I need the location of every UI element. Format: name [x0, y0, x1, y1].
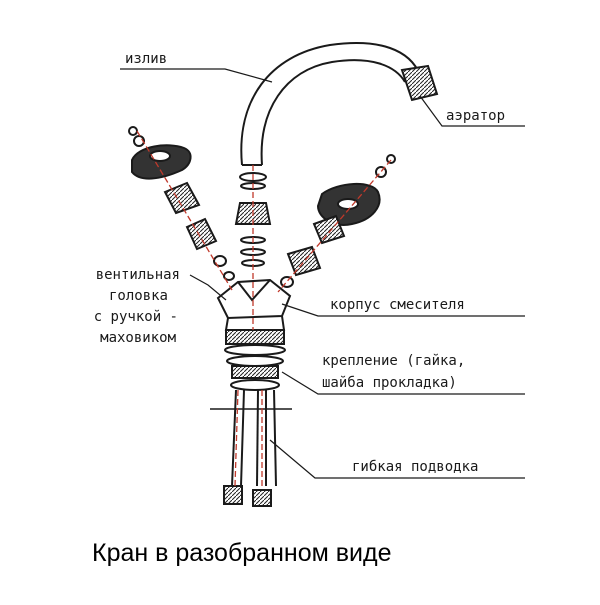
- mounting-stack: [224, 329, 286, 391]
- aerator-label: аэратор: [446, 108, 505, 124]
- valve-head-label-line-2: головка: [109, 288, 168, 304]
- mounting-label-line-1: крепление (гайка,: [322, 353, 465, 369]
- valve-head-label-line-3: с ручкой -: [94, 309, 178, 325]
- hose-fittings: [223, 485, 272, 507]
- mixer-body-part: [216, 278, 292, 331]
- diagram-caption: Кран в разобранном виде: [92, 539, 391, 567]
- mounting-label-line-2: шайба прокладка): [322, 375, 457, 391]
- left-valve-assembly: [128, 126, 235, 281]
- assembly-axis-lines: [136, 130, 392, 487]
- spout-label: излив: [125, 51, 167, 67]
- spout-part: [240, 42, 421, 166]
- aerator-part: [400, 64, 439, 102]
- flex-hose-label: гибкая подводка: [352, 459, 478, 475]
- flex-hoses: [231, 389, 277, 487]
- mixer-body-label: корпус смесителя: [330, 297, 465, 313]
- valve-head-label-line-4: маховиком: [100, 330, 176, 346]
- valve-head-label-line-1: вентильная: [96, 267, 180, 283]
- leader-lines: [120, 68, 525, 479]
